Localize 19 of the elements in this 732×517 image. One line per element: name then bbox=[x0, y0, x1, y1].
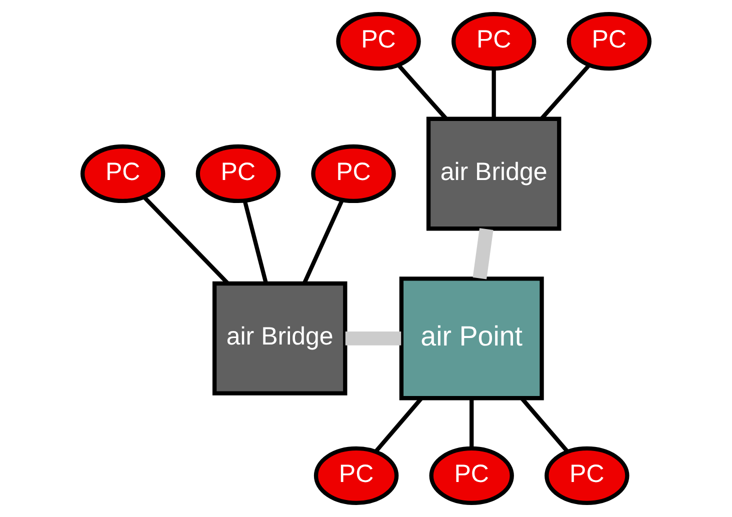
node-box: air Bridge bbox=[212, 281, 348, 396]
connector bbox=[242, 200, 268, 284]
connector bbox=[374, 397, 423, 453]
connector bbox=[302, 200, 344, 284]
node-ellipse: PC bbox=[451, 12, 536, 71]
connector bbox=[345, 331, 402, 346]
node-ellipse: PC bbox=[429, 446, 514, 505]
node-ellipse: PC bbox=[566, 12, 652, 71]
node-ellipse: PC bbox=[314, 446, 399, 505]
connector bbox=[470, 398, 474, 448]
connector bbox=[492, 68, 496, 119]
node-box: air Point bbox=[399, 276, 544, 400]
node-ellipse: PC bbox=[311, 144, 396, 204]
node-box: air Bridge bbox=[426, 116, 562, 231]
node-ellipse: PC bbox=[196, 144, 281, 204]
node-ellipse: PC bbox=[544, 446, 630, 505]
node-ellipse: PC bbox=[80, 144, 166, 204]
node-ellipse: PC bbox=[336, 12, 421, 71]
connector bbox=[520, 397, 569, 453]
